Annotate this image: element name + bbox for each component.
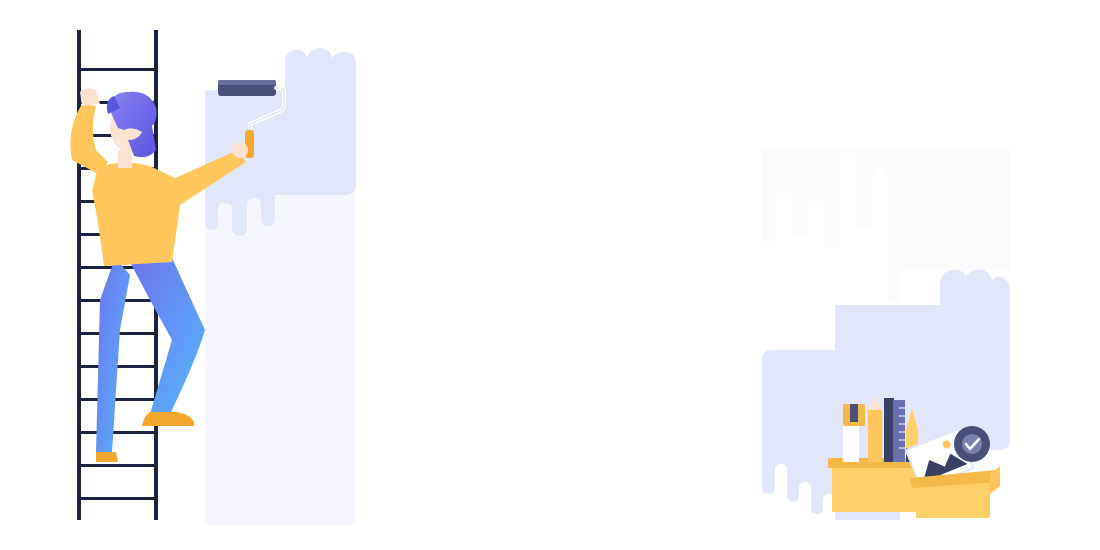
pencil-icon — [868, 396, 894, 462]
toolbox-icon — [828, 458, 928, 512]
paint-roller-icon — [218, 80, 286, 158]
ruler-icon — [893, 400, 905, 462]
left-painted-wall — [205, 48, 356, 525]
paint-brush-icon — [843, 404, 865, 462]
right-wall-background — [762, 150, 1010, 520]
painter-icon — [70, 88, 248, 462]
check-badge-icon — [954, 426, 990, 462]
toolbox-front-icon — [910, 466, 1000, 518]
